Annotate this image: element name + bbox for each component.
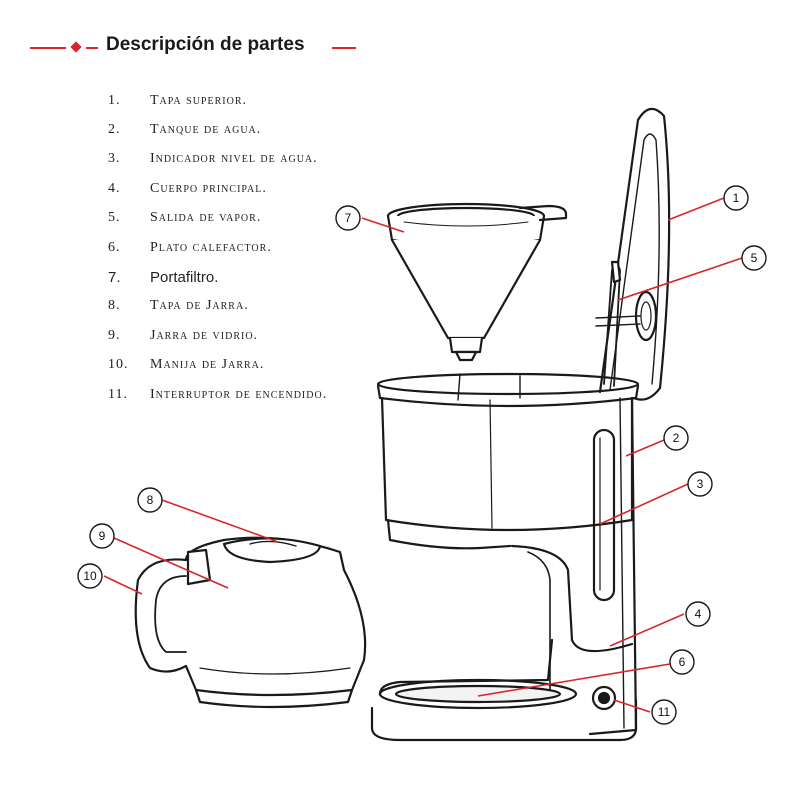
part-item-8: 8. Tapa de Jarra. — [108, 292, 327, 321]
coffee-maker-body-illustration — [370, 372, 640, 742]
callout-3: 3 — [687, 471, 713, 497]
part-item-6: 6. Plato calefactor. — [108, 233, 327, 262]
part-name: Interruptor de encendido. — [150, 386, 328, 402]
carafe-illustration — [134, 536, 367, 709]
header-line-right — [332, 47, 356, 49]
section-header: Descripción de partes — [30, 34, 360, 60]
leader-10 — [103, 575, 143, 595]
part-name: Cuerpo principal. — [150, 180, 267, 196]
callout-5: 5 — [741, 245, 767, 271]
part-number: 5. — [108, 210, 121, 226]
part-number: 10. — [108, 357, 129, 373]
part-item-7: 7. Portafiltro. — [108, 262, 327, 291]
callout-label: 11 — [658, 705, 671, 719]
callout-label: 5 — [751, 251, 758, 265]
leader-1 — [667, 197, 725, 221]
part-name: Salida de vapor. — [150, 210, 262, 226]
callout-10: 10 — [77, 563, 103, 589]
part-number: 7. — [108, 268, 121, 286]
part-name: Manija de Jarra. — [150, 357, 265, 373]
callout-4: 4 — [685, 601, 711, 627]
leader-11 — [613, 699, 651, 713]
callout-11: 11 — [651, 699, 677, 725]
callout-label: 3 — [697, 477, 704, 491]
part-number: 11. — [108, 386, 128, 402]
callout-label: 6 — [679, 655, 686, 669]
part-number: 9. — [108, 327, 121, 343]
part-item-4: 4. Cuerpo principal. — [108, 174, 327, 203]
part-name: Tanque de agua. — [150, 122, 262, 138]
part-item-1: 1. Tapa superior. — [108, 86, 327, 115]
part-number: 3. — [108, 151, 121, 167]
leader-7 — [361, 217, 405, 233]
part-number: 4. — [108, 180, 121, 196]
callout-label: 10 — [83, 569, 97, 583]
callout-label: 8 — [147, 493, 154, 507]
callout-8: 8 — [137, 487, 163, 513]
callout-markers: 1 2 3 4 5 6 7 8 9 10 11 — [77, 185, 767, 725]
leader-3 — [599, 483, 689, 525]
part-number: 1. — [108, 92, 121, 108]
callout-9: 9 — [89, 523, 115, 549]
header-line-mid — [86, 47, 98, 49]
callout-label: 1 — [733, 191, 740, 205]
callout-2: 2 — [663, 425, 689, 451]
part-number: 8. — [108, 298, 121, 314]
part-item-11: 11. Interruptor de encendido. — [108, 380, 327, 409]
leader-5 — [617, 257, 743, 301]
part-name: Jarra de vidrio. — [150, 327, 259, 343]
callout-1: 1 — [723, 185, 749, 211]
part-name: Tapa superior. — [150, 92, 247, 108]
callout-label: 9 — [99, 529, 106, 543]
leader-6 — [477, 663, 671, 697]
part-item-9: 9. Jarra de vidrio. — [108, 321, 327, 350]
leader-2 — [625, 439, 665, 457]
top-lid-illustration — [595, 107, 671, 401]
part-item-5: 5. Salida de vapor. — [108, 204, 327, 233]
part-item-10: 10. Manija de Jarra. — [108, 351, 327, 380]
header-line-left — [30, 47, 66, 49]
part-item-3: 3. Indicador nivel de agua. — [108, 145, 327, 174]
callout-label: 2 — [673, 431, 680, 445]
leader-9 — [113, 537, 229, 589]
part-number: 2. — [108, 122, 121, 138]
leader-4 — [609, 613, 685, 647]
page-title: Descripción de partes — [106, 34, 305, 55]
parts-list: 1. Tapa superior. 2. Tanque de agua. 3. Ind… — [108, 86, 327, 409]
callout-label: 4 — [695, 607, 702, 621]
part-name: Plato calefactor. — [150, 239, 272, 255]
callout-label: 7 — [345, 211, 352, 225]
part-name: Indicador nivel de agua. — [150, 151, 318, 167]
part-name: Portafiltro. — [150, 268, 219, 286]
callout-leaders — [103, 197, 743, 713]
part-number: 6. — [108, 239, 121, 255]
leader-8 — [161, 499, 279, 543]
callout-6: 6 — [669, 649, 695, 675]
part-name: Tapa de Jarra. — [150, 298, 249, 314]
callout-7: 7 — [335, 205, 361, 231]
part-item-2: 2. Tanque de agua. — [108, 115, 327, 144]
filter-holder-illustration — [386, 202, 568, 362]
